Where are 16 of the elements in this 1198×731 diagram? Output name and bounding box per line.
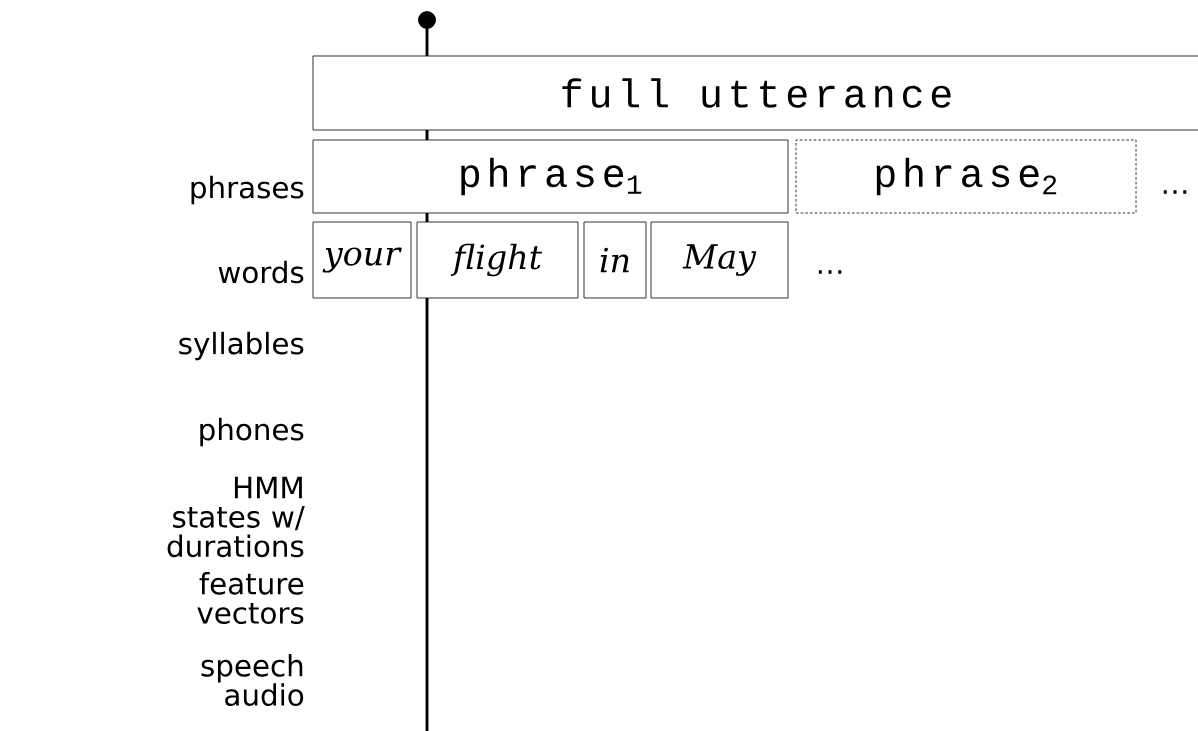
row-label: words <box>218 260 304 284</box>
word-box: May <box>650 221 789 299</box>
phrase-box: phrase$_{2}$ <box>795 139 1137 214</box>
row-label: phones <box>200 417 304 447</box>
word-box: flight <box>416 221 579 299</box>
row-label: speech audio <box>201 654 304 707</box>
word-box: in <box>583 221 647 299</box>
utterance-box: full utterance <box>312 55 1198 131</box>
row-label: HMM states w/ durations <box>167 476 305 558</box>
row-label: phrases <box>191 175 304 205</box>
phrase-box: phrase$_{1}$ <box>312 139 789 214</box>
word-box: your <box>312 221 412 299</box>
row-label: syllables <box>179 331 304 361</box>
row-label: feature vectors <box>197 572 304 625</box>
ellipsis: … <box>1163 190 1187 194</box>
ellipsis: … <box>818 270 842 274</box>
